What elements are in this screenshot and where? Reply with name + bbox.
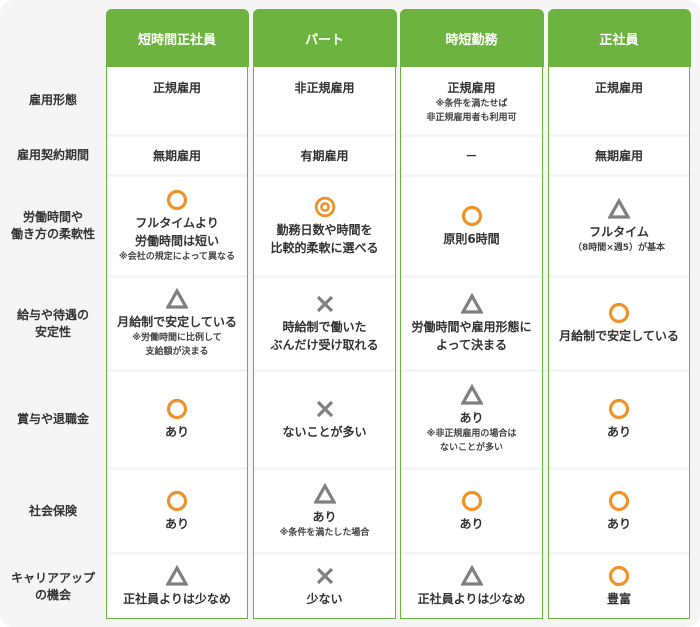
row-label: 社会保険 (28, 503, 77, 518)
cell-text: 無期雇用 (594, 148, 643, 163)
cell-note: ※会社の規定によって異なる (118, 251, 236, 262)
cross-mark-icon (314, 565, 336, 587)
cell-text: 正規雇用 (152, 81, 201, 95)
cell-text: 豊富 (606, 592, 631, 606)
row-label: 給与や待遇の 安定性 (16, 307, 89, 339)
cell-text: 月給制で安定している (559, 329, 679, 343)
cross-mark-icon (314, 293, 336, 315)
table-cell: あり (401, 470, 542, 552)
circle-mark-icon (166, 189, 188, 211)
cell-note: （8時間×週5）が基本 (572, 242, 666, 253)
triangle-mark-icon (459, 383, 484, 406)
table-cell: あり (549, 372, 689, 467)
column-header: 時短勤務 (399, 9, 544, 67)
circle-mark-icon (608, 302, 630, 324)
cell-note: ※非正規雇用の場合は ないことが多い (426, 429, 517, 453)
table-cell: 豊富 (549, 555, 689, 618)
table-cell: 正規雇用 ※条件を満たせば 非正規雇用者も利用可 (401, 67, 542, 134)
cell-text: － (465, 148, 478, 163)
cell-text: 正社員よりは少なめ (417, 592, 526, 606)
table-cell: フルタイム （8時間×週5）が基本 (549, 177, 689, 275)
cell-text: あり (312, 509, 337, 524)
cell-note: ※労働時間に比例して 支給額が決まる (132, 333, 222, 357)
cell-text: あり (606, 425, 631, 439)
cell-text: あり (459, 411, 484, 425)
triangle-mark-icon (312, 482, 337, 505)
table-cell: 正規雇用 (549, 67, 689, 134)
cell-text: 非正規雇用 (294, 81, 355, 95)
cell-text: 原則6時間 (443, 231, 500, 246)
table-cell: 少ない (254, 555, 395, 618)
circle-mark-icon (608, 398, 630, 420)
table-cell: 非正規雇用 (254, 67, 395, 134)
column-2: 時短勤務正規雇用 ※条件を満たせば 非正規雇用者も利用可 － 原則6時間労働時間や雇用… (399, 9, 544, 619)
cell-text: 正社員よりは少なめ (123, 592, 231, 606)
cell-text: あり (164, 516, 189, 531)
table-cell: あり (107, 372, 247, 467)
column-0: 短時間正社員正規雇用無期雇用フルタイムより 労働時間は短い ※会社の規定によって異… (105, 9, 249, 619)
table-cell: あり ※条件を満たした場合 (254, 470, 395, 552)
cell-text: 労働時間や雇用形態に よって決まる (411, 320, 532, 352)
column-3: 正社員正規雇用無期雇用フルタイム（8時間×週5）が基本月給制で安定しているありあ… (547, 9, 691, 619)
column-header: パート (252, 9, 397, 67)
table-cell: 正社員よりは少なめ (401, 555, 542, 618)
table-cell: フルタイムより 労働時間は短い ※会社の規定によって異なる (107, 177, 247, 275)
cell-text: 少ない (306, 592, 343, 606)
triangle-mark-icon (607, 197, 631, 220)
table-cell: あり (107, 470, 247, 552)
column-header: 正社員 (547, 9, 691, 67)
table-cell: 正規雇用 (107, 67, 247, 134)
table-cell: あり ※非正規雇用の場合は ないことが多い (401, 372, 542, 467)
table-cell: 時給制で働いた ぶんだけ受け取れる (254, 278, 395, 369)
cell-text: 時給制で働いた ぶんだけ受け取れる (270, 320, 379, 352)
table-cell: ないことが多い (254, 372, 395, 467)
table-cell: あり (549, 470, 689, 552)
circle-mark-icon (608, 490, 630, 512)
row-label: 賞与や退職金 (16, 412, 89, 426)
circle-mark-icon (166, 398, 188, 420)
table-cell: 月給制で安定している (549, 278, 689, 369)
triangle-mark-icon (165, 287, 189, 310)
triangle-mark-icon (459, 292, 484, 315)
table-cell: 原則6時間 (401, 177, 542, 275)
table-cell: 有期雇用 (254, 137, 395, 174)
triangle-mark-icon (459, 564, 484, 587)
triangle-mark-icon (165, 564, 189, 587)
cell-text: あり (606, 516, 631, 531)
cell-text: フルタイム (589, 224, 649, 239)
cell-text: ないことが多い (282, 425, 367, 439)
column-1: パート非正規雇用有期雇用勤務日数や時間を 比較的柔軟に選べる時給制で働いた ぶん… (252, 9, 397, 619)
row-label: 雇用契約期間 (16, 148, 89, 162)
table-cell: 無期雇用 (549, 137, 689, 174)
row-label: 雇用形態 (28, 93, 77, 107)
row-label: キャリアアップ の機会 (10, 570, 95, 602)
double-circle-mark-icon (314, 196, 336, 218)
cell-text: フルタイムより 労働時間は短い (134, 215, 219, 248)
cell-text: あり (164, 425, 189, 439)
circle-mark-icon (166, 490, 188, 512)
cell-note: ※条件を満たした場合 (279, 527, 370, 538)
table-cell: 正社員よりは少なめ (107, 555, 247, 618)
row-label: 労働時間や 働き方の柔軟性 (10, 210, 95, 241)
cell-note: ※条件を満たせば 非正規雇用者も利用可 (426, 99, 517, 123)
cell-text: 有期雇用 (300, 148, 349, 163)
cell-text: 月給制で安定している (117, 315, 237, 329)
cell-text: 正規雇用 (594, 81, 643, 95)
cross-mark-icon (314, 398, 336, 420)
circle-mark-icon (461, 205, 483, 227)
column-header: 短時間正社員 (105, 9, 249, 67)
circle-mark-icon (461, 490, 483, 512)
table-cell: 労働時間や雇用形態に よって決まる (401, 278, 542, 369)
table-cell: － (401, 137, 542, 174)
cell-text: 勤務日数や時間を 比較的柔軟に選べる (270, 222, 379, 255)
table-cell: 勤務日数や時間を 比較的柔軟に選べる (254, 177, 395, 275)
table-cell: 月給制で安定している ※労働時間に比例して 支給額が決まる (107, 278, 247, 369)
circle-mark-icon (608, 565, 630, 587)
table-cell: 無期雇用 (107, 137, 247, 174)
cell-text: 無期雇用 (152, 148, 201, 163)
cell-text: 正規雇用 (447, 81, 496, 95)
cell-text: あり (459, 516, 484, 531)
